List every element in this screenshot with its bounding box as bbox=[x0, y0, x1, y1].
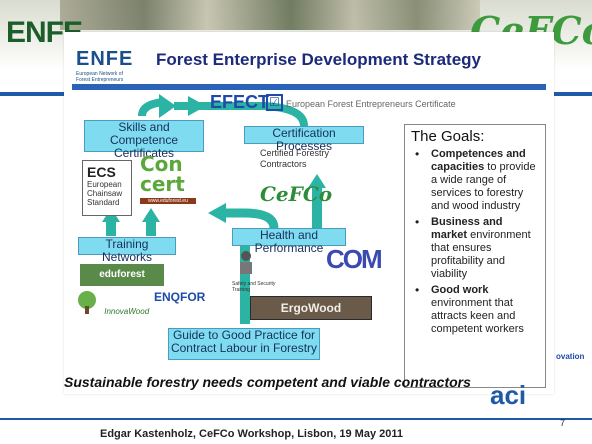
innovawood-text: InnovaWood bbox=[104, 307, 150, 316]
slide-footer: Edgar Kastenholz, CeFCo Workshop, Lisbon… bbox=[100, 428, 403, 440]
arrow-head-health-up bbox=[308, 174, 326, 188]
ecs-subtitle: European Chainsaw Standard bbox=[87, 180, 123, 207]
goal-item: Business and market environment that ens… bbox=[411, 216, 539, 281]
ergowood-logo: ErgoWood bbox=[250, 296, 372, 320]
arrow-health-up bbox=[312, 186, 322, 228]
goal-item: Competences and capacities to provide a … bbox=[411, 148, 539, 213]
goal-rest: to provide a wide range of services to f… bbox=[431, 161, 536, 212]
aci-logo: aci bbox=[490, 382, 560, 408]
tree-icon bbox=[78, 291, 96, 314]
efect-label: EFECT bbox=[210, 92, 270, 112]
panel-title: Forest Enterprise Development Strategy bbox=[156, 50, 481, 69]
goal-bold: Good work bbox=[431, 284, 489, 296]
ecs-logo: ECS European Chainsaw Standard bbox=[82, 160, 132, 216]
strategy-panel: ENFE European Network of Forest Entrepre… bbox=[64, 32, 554, 394]
ecs-title: ECS bbox=[87, 164, 116, 180]
training-networks-box: Training Networks bbox=[78, 237, 176, 264]
ovation-text: ovation bbox=[556, 352, 585, 361]
arrow-health-to-cert bbox=[224, 208, 279, 229]
concert-logo: Con cert www.eduforest.eu bbox=[140, 154, 196, 212]
eduforest-logo: eduforest bbox=[80, 264, 164, 286]
certified-contractors-text: Certified Forestry Contractors bbox=[260, 148, 330, 169]
page-number: 7 bbox=[560, 418, 566, 428]
cefco-logo: CeFCo bbox=[260, 182, 333, 206]
flow-arrows bbox=[102, 94, 326, 324]
concert-name: Con cert bbox=[140, 152, 185, 196]
goal-rest: environment that ensures profitability a… bbox=[431, 229, 531, 280]
aci-text: aci bbox=[490, 380, 527, 410]
arrow-cert-to-efect bbox=[174, 102, 308, 127]
good-practice-guide-box: Guide to Good Practice for Contract Labo… bbox=[168, 328, 320, 360]
arrow-training-up bbox=[106, 220, 116, 236]
arrow-training-up-2 bbox=[146, 220, 156, 236]
arrow-head-left bbox=[159, 94, 176, 118]
goal-bold: Competences and capacities bbox=[431, 148, 526, 173]
efect-checkbox-icon: ☑ bbox=[266, 94, 283, 111]
panel-divider bbox=[72, 84, 546, 90]
safety-label: Safety and Security Training bbox=[232, 281, 276, 293]
innovawood-logo: InnovaWood bbox=[72, 290, 150, 322]
panel-enfe-subtitle: European Network of Forest Entrepreneurs bbox=[76, 71, 124, 83]
forest-photo-strip bbox=[60, 0, 480, 30]
efect-subtitle: European Forest Entrepreneurs Certificat… bbox=[286, 99, 456, 109]
enqfor-logo: ENQFOR bbox=[154, 290, 206, 304]
safety-training-logo: Safety and Security Training bbox=[232, 250, 284, 294]
arrow-head-right bbox=[188, 96, 206, 116]
goals-title: The Goals: bbox=[411, 128, 485, 145]
certification-processes-box: Certification Processes bbox=[244, 126, 364, 153]
goal-item: Good work environment that attracts keen… bbox=[411, 284, 539, 336]
com-logo: COM bbox=[326, 244, 383, 274]
panel-enfe-logo: ENFE bbox=[76, 48, 134, 70]
arrow-guide-up bbox=[240, 244, 250, 324]
skills-certificates-box: Skills and Competence Certificates bbox=[84, 120, 204, 160]
health-performance-box: Health and Performance bbox=[232, 228, 346, 255]
goal-bold: Business and market bbox=[431, 216, 503, 241]
arrow-head-health bbox=[208, 203, 226, 223]
slide-caption: Sustainable forestry needs competent and… bbox=[64, 374, 471, 390]
goals-panel: The Goals: Competences and capacities to… bbox=[404, 124, 546, 388]
footer-divider bbox=[0, 418, 592, 420]
worker-icon bbox=[240, 251, 252, 274]
arrow-head-training-2 bbox=[142, 208, 160, 222]
goal-rest: environment that attracts keen and compe… bbox=[431, 297, 524, 335]
concert-url: www.eduforest.eu bbox=[140, 198, 196, 204]
